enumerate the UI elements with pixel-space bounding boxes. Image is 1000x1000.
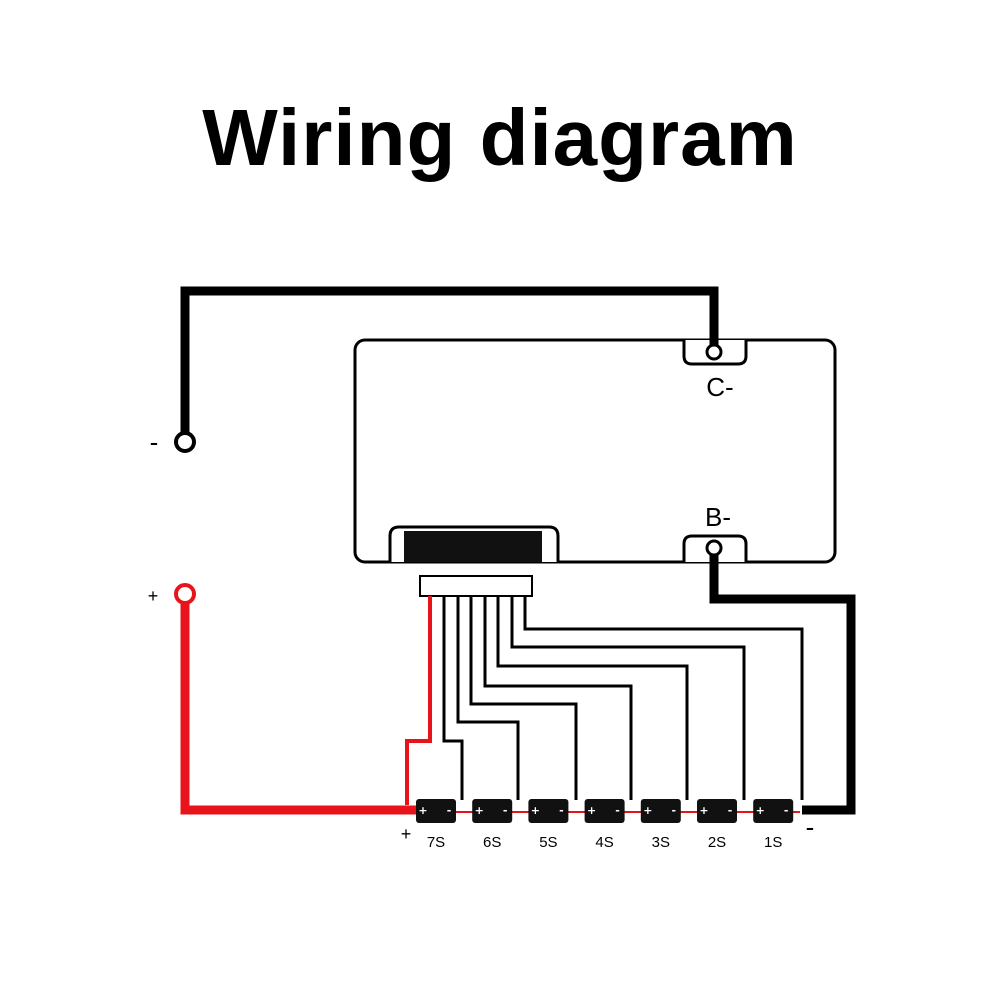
cell-body [753,799,794,823]
cell-positive-mark: + [643,804,652,817]
cell-negative-mark: - [784,804,789,817]
cell-positive-mark: + [475,804,484,817]
cell-positive-mark: + [587,804,596,817]
cell-negative-mark: - [447,804,452,817]
cell-positive-mark: + [531,804,540,817]
cell-row: + - 7S + - 6S + - 5S + - 4S + - 3S + - 2S + - 1S [416,799,794,851]
cell-body [472,799,513,823]
cell-negative-mark: - [503,804,508,817]
bms-board [353,338,837,564]
c-minus-label: C- [706,372,733,402]
balance-wire-7s-6s [442,596,464,800]
balance-wire-4s-3s [483,596,633,800]
balance-wire-5s-4s [469,596,578,800]
cell-4s: + - 4S [584,799,625,851]
cell-5s: + - 5S [528,799,569,851]
cell-body [584,799,625,823]
output-negative-terminal [174,431,196,453]
b-minus-terminal [705,539,723,557]
output-positive-wire [180,594,418,815]
cell-label: 2S [708,834,726,851]
page-title: Wiring diagram [202,93,798,182]
cell-label: 3S [652,834,670,851]
cell-positive-mark: + [418,804,427,817]
pack-negative-label: - [806,812,815,842]
output-positive-terminal [174,583,196,605]
cell-6s: + - 6S [472,799,513,851]
pack-positive-label: + [401,824,412,844]
balance-wire-1s-neg [523,596,804,800]
output-positive-label: + [148,586,159,606]
cell-7s: + - 7S [416,799,456,851]
cell-negative-mark: - [559,804,564,817]
cell-label: 4S [595,834,613,851]
cell-positive-mark: + [699,804,708,817]
cell-negative-mark: - [615,804,620,817]
cell-body [640,799,681,823]
cell-1s: + - 1S [753,799,794,851]
cell-body [528,799,569,823]
cell-label: 6S [483,834,501,851]
cell-label: 7S [427,834,445,851]
b-minus-label: B- [705,502,731,532]
b-minus-wire [709,548,856,815]
balance-connector-body [404,531,542,562]
cell-3s: + - 3S [640,799,681,851]
cell-body [416,799,456,823]
c-minus-terminal [705,343,723,361]
cell-body [697,799,737,823]
balance-wire-6s-5s [456,596,520,800]
output-negative-label: - [150,427,159,457]
balance-plug [419,575,533,597]
balance-wire-positive [405,596,432,805]
balance-wire-2s-1s [510,596,746,800]
cell-2s: + - 2S [697,799,737,851]
cell-label: 5S [539,834,557,851]
cell-label: 1S [764,834,782,851]
cell-negative-mark: - [728,804,733,817]
output-negative-wire [180,286,719,442]
cell-negative-mark: - [672,804,677,817]
cell-positive-mark: + [756,804,765,817]
balance-wire-3s-2s [496,596,689,800]
